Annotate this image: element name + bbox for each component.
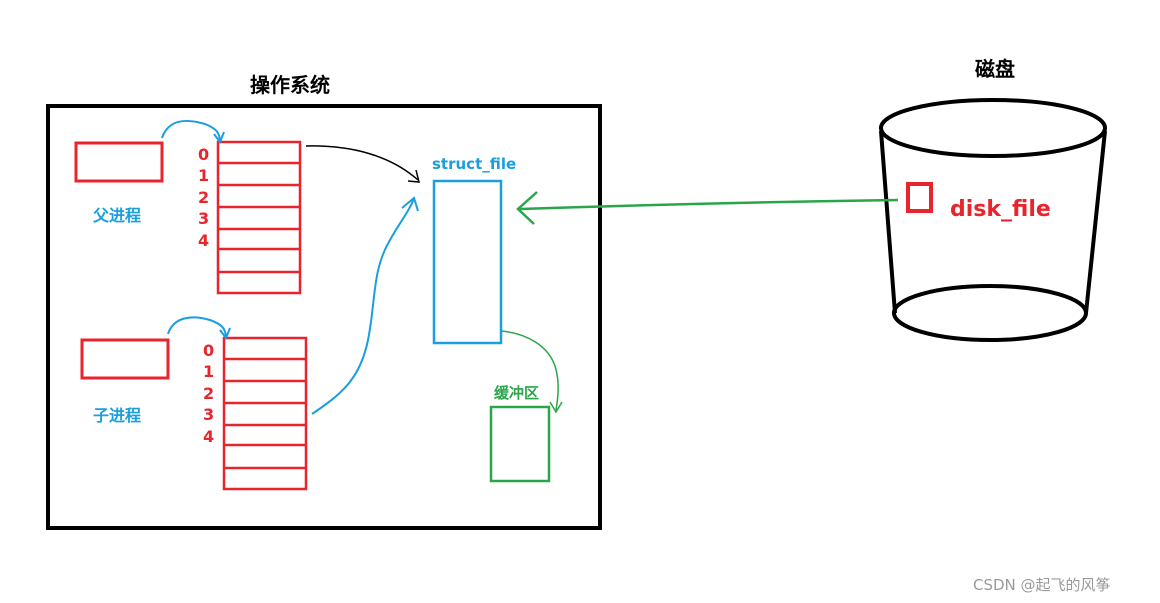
- disk-file-label: disk_file: [950, 197, 1051, 222]
- child-process-box: [80, 338, 170, 380]
- child-to-fd-arrow: [167, 316, 227, 339]
- child-fd-table: [222, 336, 308, 491]
- child-fd-indices: 0 1 2 3 4: [203, 341, 214, 446]
- file-to-buffer-arrow: [501, 330, 559, 411]
- struct-file-box: [432, 179, 503, 345]
- fd-index: 3: [198, 209, 209, 228]
- buffer-box: [489, 405, 551, 483]
- fd-index: 0: [203, 341, 214, 360]
- fd-index: 0: [198, 145, 209, 164]
- parent-fd-indices: 0 1 2 3 4: [198, 145, 209, 250]
- disk-cylinder: [879, 98, 1107, 342]
- disk-title: 磁盘: [975, 57, 1015, 81]
- buffer-label: 缓冲区: [494, 384, 539, 402]
- parent-process-label: 父进程: [92, 206, 141, 225]
- os-box: [46, 104, 602, 530]
- fd-index: 3: [203, 405, 214, 424]
- child-fd-to-file-arrow: [311, 197, 415, 415]
- struct-file-label: struct_file: [432, 155, 516, 173]
- watermark: CSDN @起飞的风筝: [973, 576, 1111, 594]
- child-process-label: 子进程: [93, 406, 141, 425]
- parent-to-fd-arrowhead: [213, 131, 225, 145]
- parent-process-box: [74, 141, 164, 183]
- fd-index: 1: [203, 362, 214, 381]
- parent-fd-table: [216, 140, 302, 295]
- child-fd-to-file-arrowhead: [401, 196, 419, 212]
- parent-fd-to-file-arrow: [305, 145, 419, 181]
- disk-file-box: [906, 182, 933, 213]
- fd-index: 2: [198, 188, 209, 207]
- fd-index: 1: [198, 166, 209, 185]
- disk-to-file-arrowhead: [516, 191, 538, 225]
- os-title: 操作系统: [250, 73, 330, 97]
- child-to-fd-arrowhead: [219, 327, 231, 341]
- disk-to-file-arrow: [519, 198, 899, 211]
- parent-to-fd-arrow: [161, 120, 221, 143]
- fd-index: 2: [203, 384, 214, 403]
- fd-index: 4: [203, 427, 214, 446]
- file-to-buffer-arrowhead: [549, 401, 563, 414]
- fd-index: 4: [198, 231, 209, 250]
- parent-fd-to-file-arrowhead: [407, 169, 420, 183]
